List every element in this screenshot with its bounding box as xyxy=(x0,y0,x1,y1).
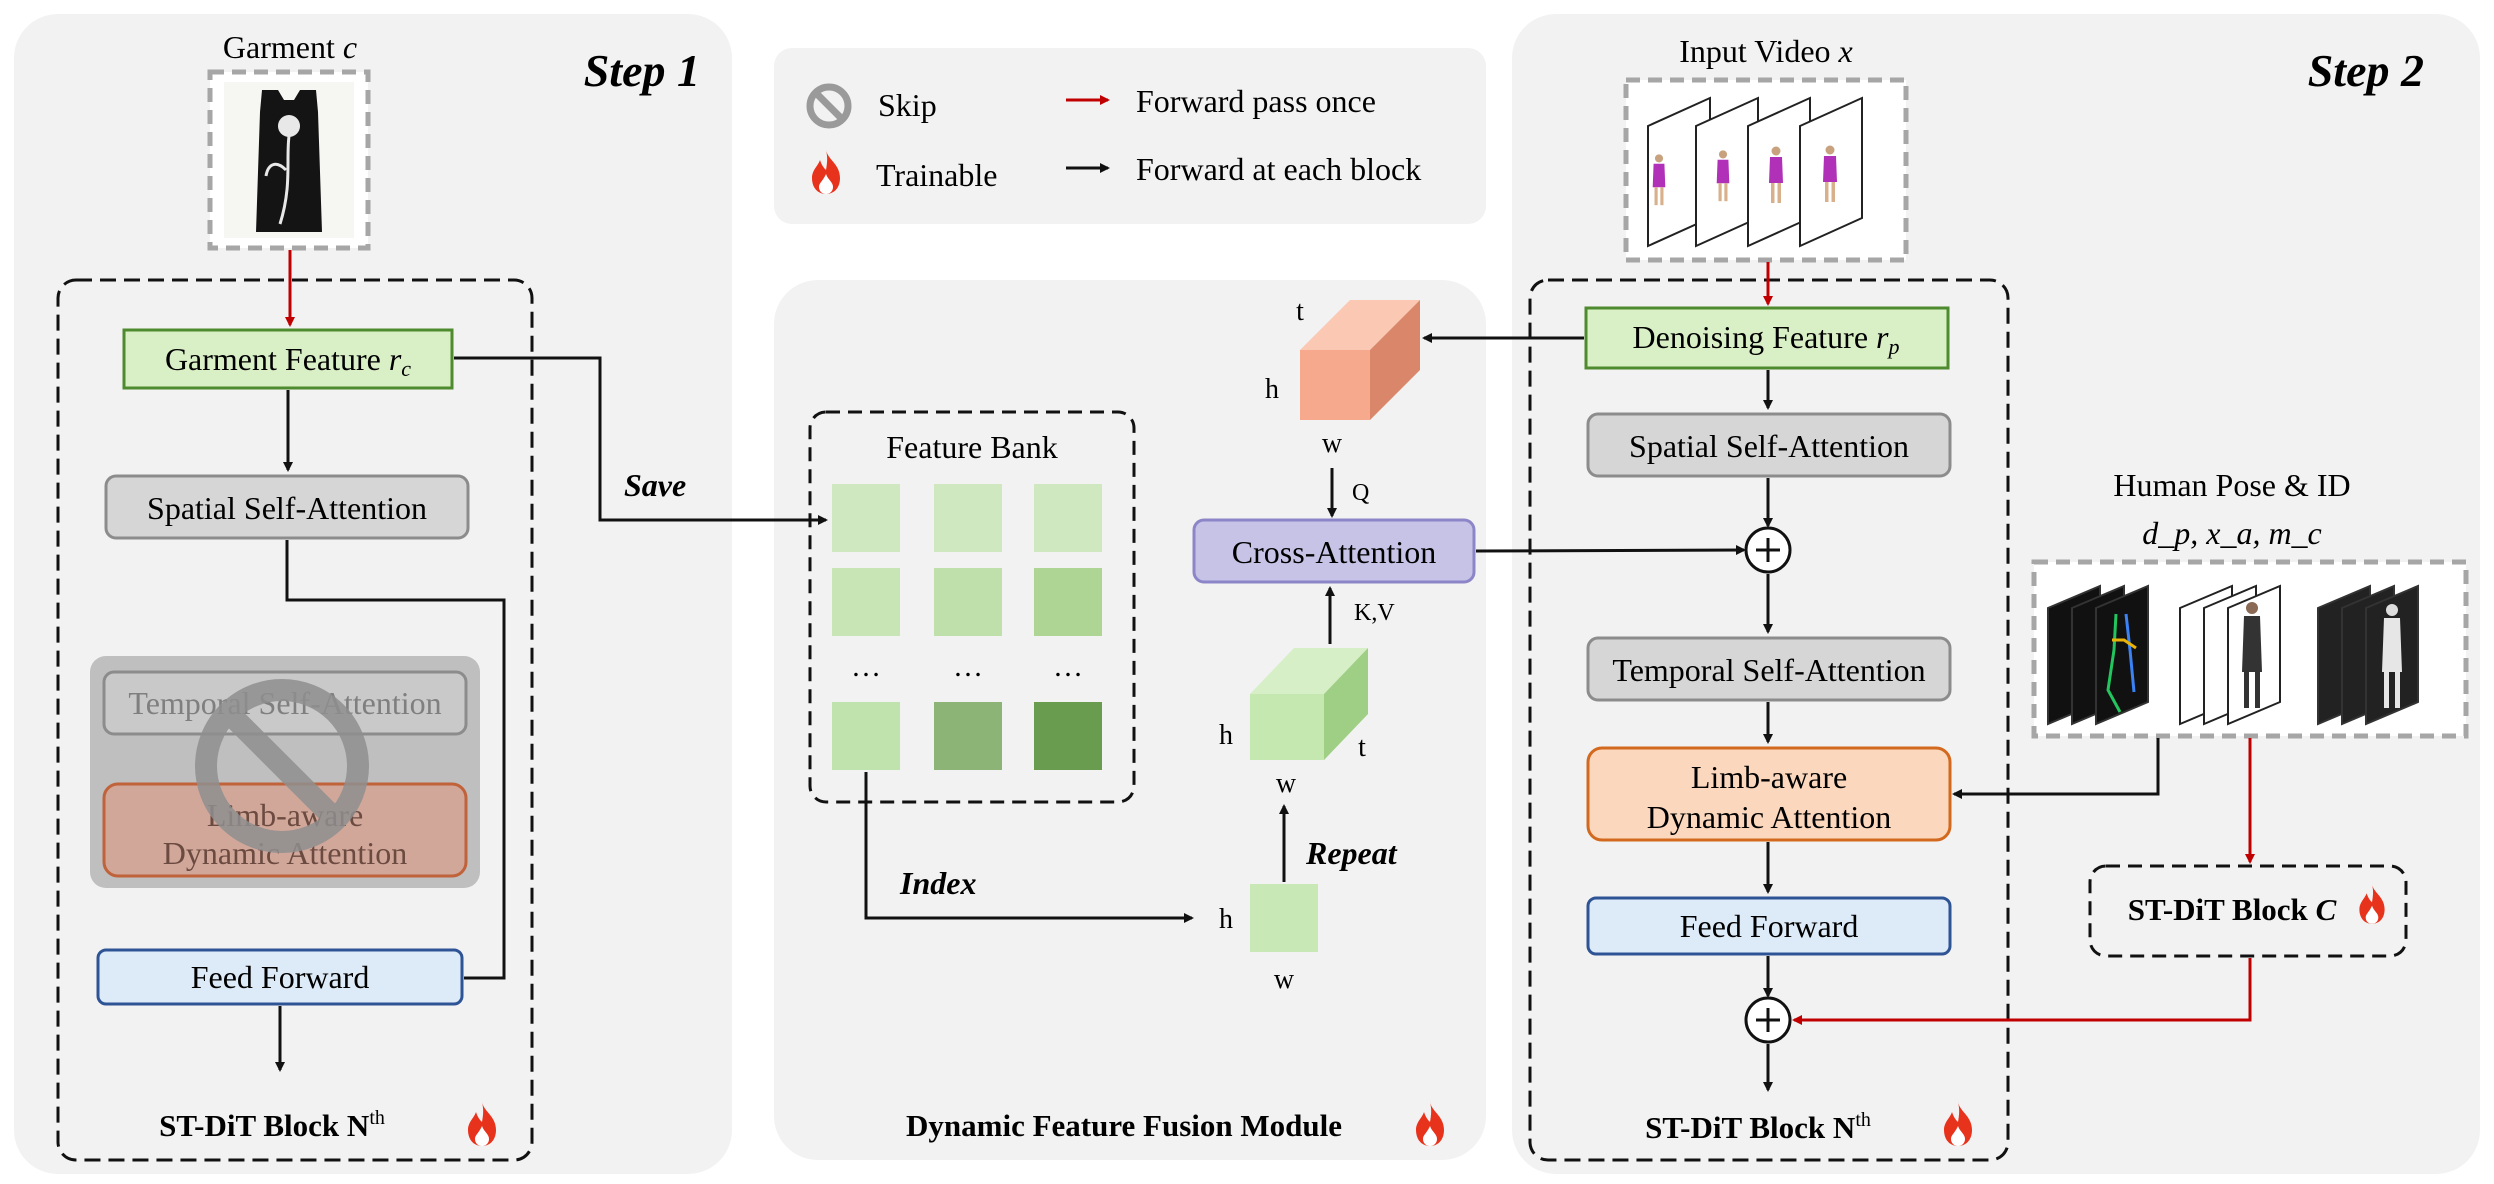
skipped-modules: Temporal Self-Attention Limb-aware Dynam… xyxy=(90,656,480,888)
save-label: Save xyxy=(624,467,686,503)
legend-trainable-label: Trainable xyxy=(876,157,997,193)
step1-title: Step 1 xyxy=(584,45,700,96)
pose-title: Human Pose & ID xyxy=(2113,467,2350,503)
control-block-label: ST-DiT Block C xyxy=(2128,892,2337,927)
legend-skip-label: Skip xyxy=(878,87,937,123)
legend: Skip Trainable Forward pass once Forward… xyxy=(774,48,1486,224)
fusion-panel: Save Feature Bank … … … Index h w Repeat xyxy=(454,280,1486,1160)
kv-w: w xyxy=(1276,768,1297,799)
skip-icon-large xyxy=(195,679,369,853)
cross-attention-output-arrow xyxy=(1475,545,1746,556)
feature-bank-grid: … … … xyxy=(832,484,1102,770)
step2-limb-attention-box xyxy=(1586,746,1952,842)
step2-spatial-attention-box xyxy=(1586,412,1952,478)
bank-cell xyxy=(934,702,1002,770)
index-connector xyxy=(864,772,1194,923)
step2-feed-forward-label: Feed Forward xyxy=(1680,908,1859,944)
step2-block-label: ST-DiT Block Nth xyxy=(1645,1109,1871,1145)
garment-feature-box xyxy=(122,328,454,390)
bank-cell xyxy=(832,568,900,636)
pose-id-images xyxy=(2031,559,2469,739)
step1-block-label: ST-DiT Block Nth xyxy=(159,1107,385,1143)
step1-spatial-attention-label: Spatial Self-Attention xyxy=(147,490,427,526)
garment-feature-label: Garment Feature rc xyxy=(165,341,411,381)
step2-background xyxy=(1512,14,2480,1174)
q-feature-cube xyxy=(1300,300,1420,420)
save-connector xyxy=(454,356,828,525)
kv-t: t xyxy=(1358,732,1366,763)
bank-cell xyxy=(832,702,900,770)
kv-feature-cube xyxy=(1250,648,1368,760)
index-label: Index xyxy=(899,865,976,901)
cross-attention-box xyxy=(1192,518,1476,584)
indexed-h: h xyxy=(1219,904,1233,935)
add-node-control xyxy=(1744,996,1792,1044)
indexed-w: w xyxy=(1274,964,1295,995)
step1-spatial-attention-box xyxy=(104,474,470,540)
skip-icon xyxy=(806,83,852,129)
denoising-feature-label: Denoising Feature rp xyxy=(1633,319,1900,359)
input-video-frames xyxy=(1623,77,1909,263)
bank-cell xyxy=(1034,568,1102,636)
bank-ellipsis: … xyxy=(953,650,983,683)
q-h: h xyxy=(1265,374,1279,405)
indexed-feature xyxy=(1250,884,1318,952)
pose-vars: d_p, x_a, m_c xyxy=(2142,515,2322,551)
bank-cell xyxy=(832,484,900,552)
step2-panel: Step 2 Input Video x Denoising Feature r… xyxy=(1422,14,2480,1174)
garment-image xyxy=(207,69,371,251)
fusion-title: Dynamic Feature Fusion Module xyxy=(906,1108,1342,1143)
control-to-add-arrow xyxy=(1792,958,2252,1025)
bank-cell xyxy=(934,568,1002,636)
step1-feed-forward-label: Feed Forward xyxy=(191,959,370,995)
step1-skip-connector xyxy=(285,540,506,980)
garment-label: Garment c xyxy=(223,29,357,65)
bank-cell xyxy=(934,484,1002,552)
bank-ellipsis: … xyxy=(851,650,881,683)
bank-cell xyxy=(1034,702,1102,770)
add-node-attention xyxy=(1744,526,1792,574)
repeat-label: Repeat xyxy=(1305,835,1398,871)
step2-spatial-attention-label: Spatial Self-Attention xyxy=(1629,428,1909,464)
cross-attention-label: Cross-Attention xyxy=(1232,534,1436,570)
step2-temporal-attention-box xyxy=(1586,636,1952,702)
step2-temporal-attention-label: Temporal Self-Attention xyxy=(1612,652,1925,688)
step2-limb-attention-label-2: Dynamic Attention xyxy=(1647,799,1891,835)
feature-bank xyxy=(808,410,1136,804)
legend-forward-once-label: Forward pass once xyxy=(1136,83,1376,119)
bank-cell xyxy=(1034,484,1102,552)
legend-forward-each-label: Forward at each block xyxy=(1136,151,1421,187)
step2-feed-forward-box xyxy=(1586,896,1952,956)
step1-panel: Step 1 Garment c Garment Feature rc Spat… xyxy=(14,14,732,1174)
kv-label: K,V xyxy=(1354,600,1395,626)
step1-st-dit-block xyxy=(56,278,534,1162)
q-t: t xyxy=(1296,296,1304,327)
q-label: Q xyxy=(1352,480,1369,506)
control-st-dit-block xyxy=(2088,864,2408,958)
pose-to-limb-arrow xyxy=(1952,738,2160,799)
q-w: w xyxy=(1322,428,1343,459)
denoising-feature-box xyxy=(1584,306,1950,370)
input-video-label: Input Video x xyxy=(1679,33,1852,69)
bank-ellipsis: … xyxy=(1053,650,1083,683)
kv-h: h xyxy=(1219,720,1233,751)
step2-title: Step 2 xyxy=(2308,45,2424,96)
step1-feed-forward-box xyxy=(96,948,464,1006)
feature-bank-label: Feature Bank xyxy=(886,429,1058,465)
step2-limb-attention-label-1: Limb-aware xyxy=(1691,759,1847,795)
